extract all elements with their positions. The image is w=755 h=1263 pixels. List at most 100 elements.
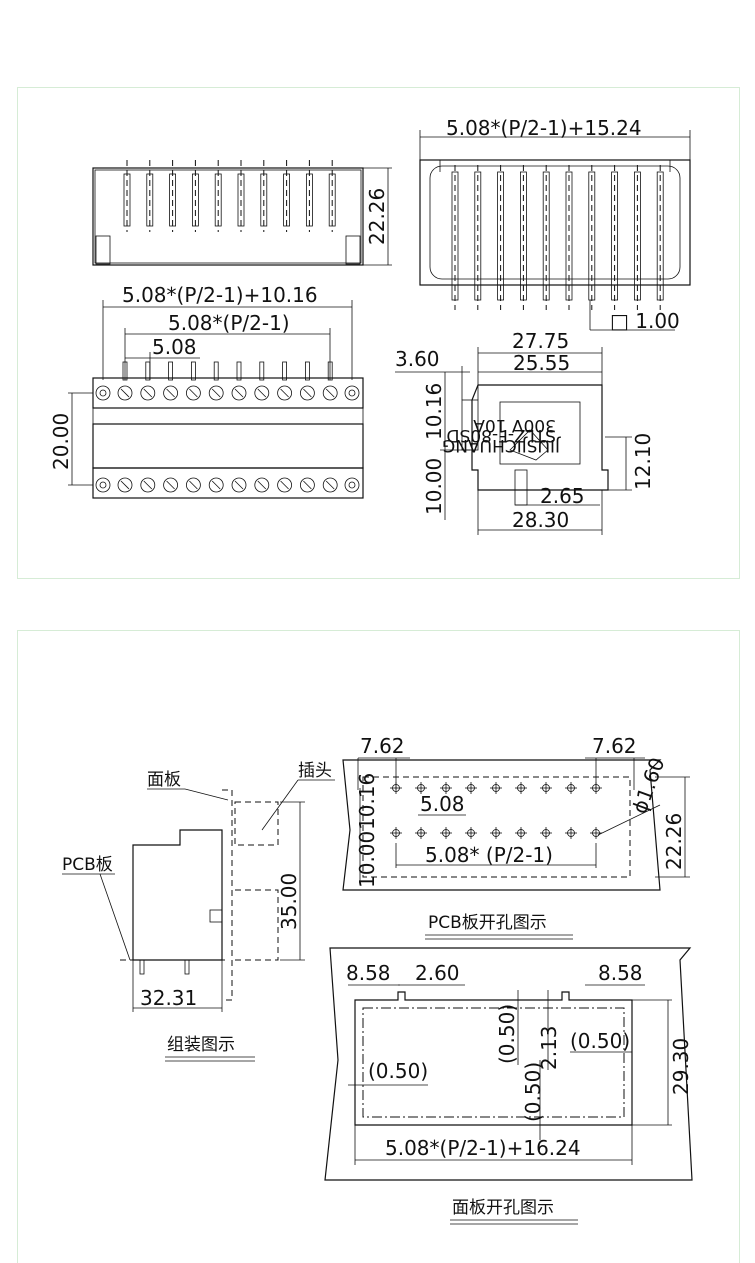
side-screw-slot (189, 480, 198, 490)
side-terminal-top (208, 385, 224, 401)
front-pin (146, 173, 154, 227)
side-screw-slot (303, 480, 312, 490)
dim-pcb-7-62-left: 7.62 (360, 734, 405, 758)
bottom-drawing-panel (17, 630, 740, 1263)
end-view: 27.75 25.55 3.60 300V 10A STLZ-F-80SD JI… (395, 329, 655, 535)
side-screw-slot (280, 480, 289, 490)
side-pin (259, 361, 265, 381)
marking-line3: JIUSJICHUANG (442, 435, 561, 455)
dim-35-00: 35.00 (277, 873, 301, 930)
dim-10-16-formula: 5.08*(P/2-1)+10.16 (122, 283, 318, 307)
side-pin (168, 361, 174, 381)
front-pin (260, 173, 268, 227)
dim-pcb-formula: 5.08* (P/2-1) (425, 843, 553, 867)
dim-32-31: 32.31 (140, 986, 197, 1010)
pcb-cutout-view: 7.62 7.62 5.08 10.16 10.00 5.08* (P/2-1)… (342, 734, 690, 940)
dim-2-65: 2.65 (540, 484, 585, 508)
label-assembly: 组装图示 (167, 1035, 235, 1055)
side-terminal-bottom (231, 477, 247, 493)
dim-panel-formula: 5.08*(P/2-1)+16.24 (385, 1136, 581, 1160)
side-screw-slot (120, 388, 130, 398)
side-screw-slot (325, 480, 335, 490)
side-pin (327, 361, 333, 381)
side-terminal-top (254, 385, 270, 401)
side-terminal-bottom (322, 477, 338, 493)
side-screw-slot (189, 388, 198, 398)
dim-panel-8-58-right: 8.58 (598, 961, 643, 985)
dim-pitch: 5.08 (152, 335, 197, 359)
top-drawing-panel (17, 87, 740, 579)
dim-panel-0-50-left: (0.50) (368, 1059, 428, 1083)
assembly-view: 面板 插头 PCB板 32.31 35.00 组装图示 (62, 761, 335, 1062)
side-terminal-top (163, 385, 179, 401)
front-pin (214, 173, 222, 227)
side-screw-slot (234, 388, 244, 398)
marking-line1: 300V 10A (473, 415, 556, 435)
side-screw-slot (280, 388, 289, 398)
dim-panel-29-30: 29.30 (669, 1038, 693, 1095)
side-screw-slot (325, 388, 335, 398)
side-terminal-top (322, 385, 338, 401)
marking-line2: STLZ-F-80SD (446, 425, 556, 445)
label-panel-cutout: 面板开孔图示 (452, 1198, 554, 1218)
side-terminal-top (140, 385, 156, 401)
side-terminal-bottom (208, 477, 224, 493)
side-terminal-bottom (140, 477, 156, 493)
side-pin (304, 361, 310, 381)
dim-pcb-5-08: 5.08 (420, 792, 465, 816)
side-terminal-top (299, 385, 315, 401)
dim-20-00: 20.00 (49, 413, 73, 470)
dim-panel-0-50-c: (0.50) (521, 1062, 545, 1122)
label-panel: 面板 (147, 770, 181, 790)
side-terminal-bottom (117, 477, 133, 493)
dim-3-60: 3.60 (395, 347, 440, 371)
dim-panel-0-50-b: (0.50) (570, 1029, 630, 1053)
side-pin (190, 361, 196, 381)
dim-pcb-hole: ϕ1.60 (627, 754, 669, 816)
side-screw-slot (211, 480, 221, 490)
side-terminal-bottom (185, 477, 201, 493)
side-screw-slot (257, 388, 267, 398)
side-terminal-top (231, 385, 247, 401)
label-pcb: PCB板 (62, 855, 113, 875)
side-terminal-bottom (254, 477, 270, 493)
front-pin (237, 173, 245, 227)
dim-28-30: 28.30 (512, 508, 569, 532)
dim-panel-2-13: 2.13 (537, 1025, 561, 1070)
front-pin (169, 173, 177, 227)
side-terminal-bottom (277, 477, 293, 493)
front-pin (283, 173, 291, 227)
dim-pcb-22-26: 22.26 (662, 813, 686, 870)
dim-12-10: 12.10 (631, 433, 655, 490)
side-screw-slot (143, 388, 153, 398)
side-screw-slot (211, 388, 221, 398)
side-terminal-top (185, 385, 201, 401)
dim-panel-2-60: 2.60 (415, 961, 460, 985)
side-terminal-top (277, 385, 293, 401)
side-terminal-bottom (163, 477, 179, 493)
dim-pitch-formula: 5.08*(P/2-1) (168, 311, 290, 335)
dim-panel-0-50-a: (0.50) (495, 1004, 519, 1064)
dim-22-26: 22.26 (365, 188, 389, 245)
front-pin (305, 173, 313, 227)
side-screw-slot (166, 388, 175, 398)
side-terminal-top (117, 385, 133, 401)
dim-pcb-7-62-right: 7.62 (592, 734, 637, 758)
side-screw-slot (257, 480, 267, 490)
label-pcb-cutout: PCB板开孔图示 (428, 913, 547, 933)
dim-10-00-vert: 10.00 (422, 458, 446, 515)
side-pin (236, 361, 242, 381)
dim-25-55: 25.55 (513, 351, 570, 375)
side-screw-slot (303, 388, 312, 398)
dim-10-16-vert: 10.16 (422, 383, 446, 440)
side-terminal-bottom (299, 477, 315, 493)
dim-pcb-10-16: 10.16 (355, 773, 379, 830)
side-screw-slot (166, 480, 175, 490)
dim-square-pin: □ 1.00 (610, 309, 680, 333)
front-pin (191, 173, 199, 227)
front-view: 22.26 (92, 160, 392, 266)
side-pin (213, 361, 219, 381)
side-screw-slot (143, 480, 153, 490)
side-pin (122, 361, 128, 381)
front-pin (328, 173, 336, 227)
